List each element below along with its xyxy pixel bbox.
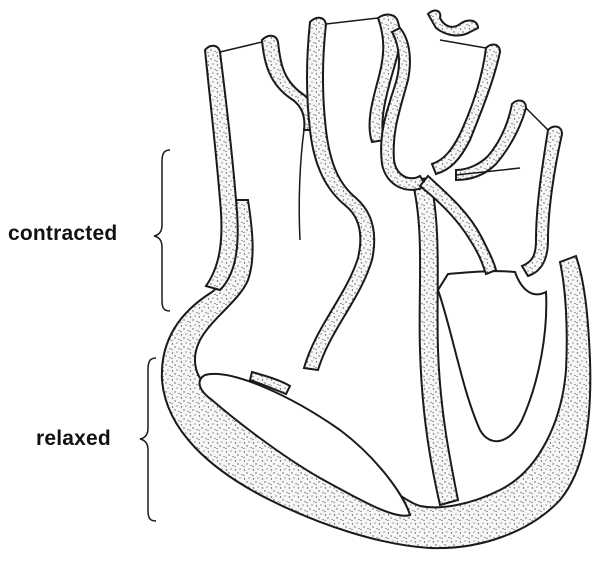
right-ventricle-cavity [438, 271, 546, 441]
relaxed-bracket [140, 358, 156, 521]
contracted-label: contracted [8, 222, 117, 246]
aorta-left-wall [304, 18, 374, 370]
left-atrium-wall [205, 46, 238, 290]
interventricular-septum [412, 178, 458, 505]
right-atrium-wall [522, 127, 562, 276]
vessel-top-right [428, 11, 478, 36]
relaxed-label: relaxed [36, 427, 111, 451]
contracted-bracket [154, 150, 170, 311]
